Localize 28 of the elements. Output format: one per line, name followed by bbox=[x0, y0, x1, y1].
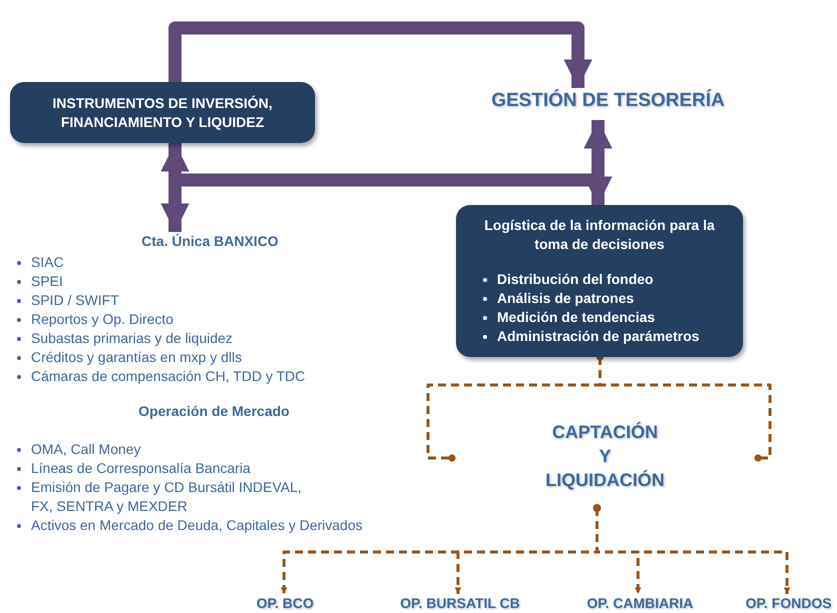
thick-arrow bbox=[168, 22, 592, 88]
bullet-item: SPID / SWIFT bbox=[31, 291, 119, 310]
branch-label: OP. BCO bbox=[256, 594, 314, 612]
section-heading: Cta. Única BANXICO bbox=[142, 232, 278, 251]
process-box bbox=[456, 205, 743, 357]
heading-text: CAPTACIÓN Y LIQUIDACIÓN bbox=[545, 421, 665, 492]
bullet-item: Créditos y garantías en mxp y dlls bbox=[31, 348, 242, 367]
branch-label: OP. FONDOS bbox=[745, 594, 832, 612]
process-box bbox=[10, 82, 315, 143]
bullet-item: Distribución del fondeo bbox=[497, 270, 654, 289]
bullet-item: OMA, Call Money bbox=[31, 440, 141, 459]
section-heading: Operación de Mercado bbox=[138, 402, 290, 421]
bullet-item: Subastas primarias y de liquidez bbox=[31, 329, 233, 348]
bullet-item: Administración de parámetros bbox=[497, 327, 700, 346]
bullet-item: Líneas de Corresponsalía Bancaria bbox=[31, 459, 250, 478]
bullet-item: SIAC bbox=[31, 253, 64, 272]
bullet-item: Análisis de patrones bbox=[497, 289, 634, 308]
bullet-item: Reportos y Op. Directo bbox=[31, 310, 174, 329]
bullet-item: Cámaras de compensación CH, TDD y TDC bbox=[31, 367, 306, 386]
bullet-item: Medición de tendencias bbox=[497, 308, 655, 327]
box-heading: Logística de la información para la toma de decisiones bbox=[483, 216, 716, 254]
bullet-item: Activos en Mercado de Deuda, Capitales y Derivados bbox=[31, 516, 363, 535]
branch-label: OP. BURSATIL CB bbox=[400, 594, 520, 612]
branch-label: OP. CAMBIARIA bbox=[586, 594, 694, 612]
bullet-item: Emisión de Pagare y CD Bursátil INDEVAL, FX, SENTRA y MEXDER bbox=[31, 478, 303, 516]
bullet-item: SPEI bbox=[31, 272, 63, 291]
heading-text: GESTIÓN DE TESORERÍA bbox=[491, 88, 725, 113]
box-heading: INSTRUMENTOS DE INVERSIÓN, FINANCIAMIENTO Y LIQUIDEZ bbox=[52, 94, 274, 132]
